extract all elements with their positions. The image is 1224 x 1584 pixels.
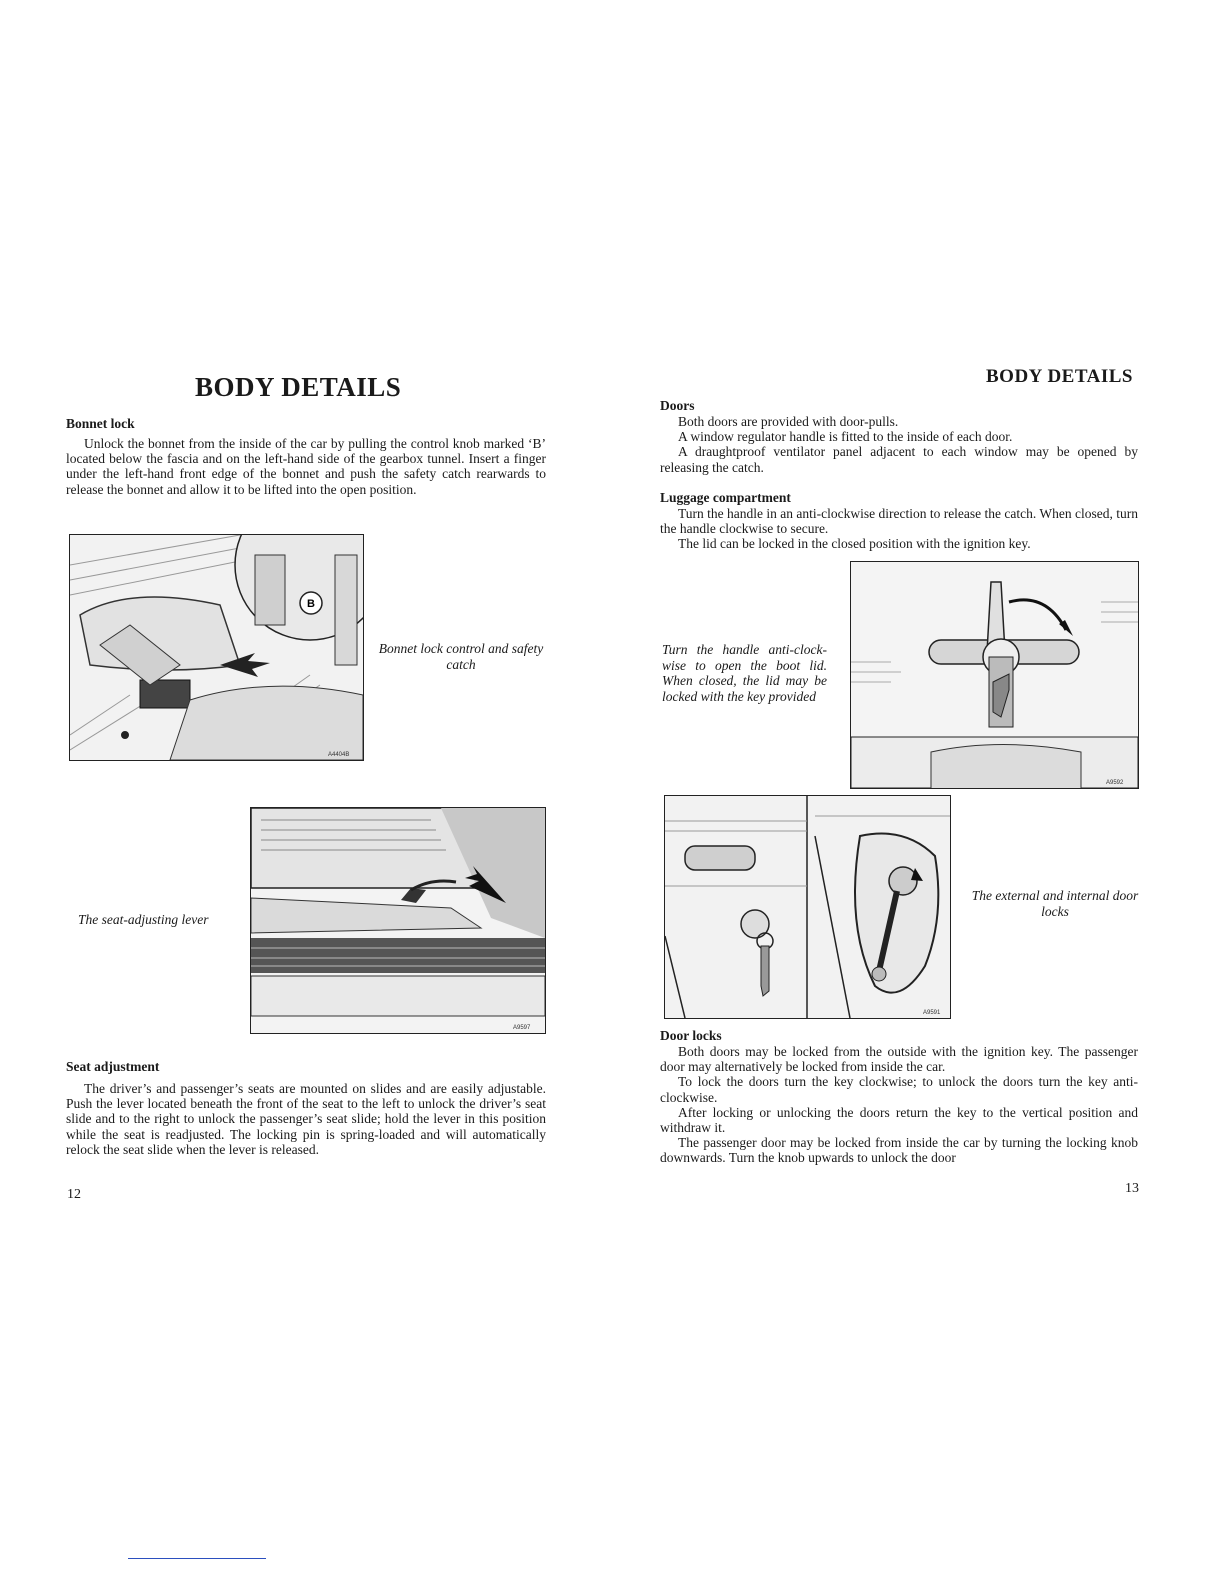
key-icon: [760, 945, 770, 997]
door-locks-section: Door locks Both doors may be locked from…: [660, 1028, 1138, 1166]
left-page-title: BODY DETAILS: [195, 372, 402, 402]
rotation-arrow-icon: [1059, 620, 1073, 636]
boot-handle-illustration: A9592: [851, 562, 1138, 788]
doors-paragraph: Both doors are provided with door-pulls.: [678, 414, 899, 429]
page-number-right: 13: [1125, 1181, 1139, 1196]
knob-b-icon: [299, 591, 323, 615]
footer-rule: [128, 1558, 266, 1559]
page-number-left: 12: [67, 1187, 81, 1202]
seat-lever-figure: A9597: [250, 807, 546, 1034]
bonnet-lock-section: Bonnet lock Unlock the bonnet from the i…: [66, 416, 546, 497]
bonnet-lock-text: Unlock the bonnet from the inside of the…: [66, 436, 546, 497]
lock-barrel-icon: [740, 909, 770, 939]
doors-section: Doors Both doors are provided with door-…: [660, 398, 1138, 475]
locking-knob-icon: [888, 866, 918, 896]
door-locks-paragraph: Both doors may be locked from the outsid…: [660, 1044, 1138, 1075]
door-locks-caption: The external and internal door locks: [971, 888, 1139, 919]
door-locks-heading: Door locks: [660, 1028, 722, 1043]
door-locks-illustration: A9591: [665, 796, 950, 1018]
bonnet-lock-figure: B A4404B: [69, 534, 364, 761]
boot-handle-figure: A9592: [850, 561, 1139, 789]
arrow-icon: [220, 653, 270, 677]
right-page-title: BODY DETAILS: [986, 366, 1133, 387]
figure-ref-a9597: A9597: [513, 1025, 531, 1031]
boot-handle-caption: Turn the handle anti-clock-wise to open …: [662, 642, 827, 704]
doors-heading: Doors: [660, 398, 695, 413]
door-locks-paragraph: After locking or unlocking the doors ret…: [660, 1104, 1138, 1136]
seat-adjustment-section: Seat adjustment The driver’s and passeng…: [66, 1059, 546, 1157]
luggage-paragraph: Turn the handle in an anti-clockwise dir…: [660, 506, 1138, 537]
rotation-arrow-icon: [911, 868, 923, 881]
seat-lever-caption: The seat-adjusting lever: [78, 912, 209, 927]
figure-ref-a9592: A9592: [1106, 780, 1124, 786]
doors-paragraph: A draughtproof ventilator panel adjacent…: [660, 444, 1138, 475]
bonnet-lock-caption: Bonnet lock control and safety catch: [378, 641, 544, 672]
seat-lever-illustration: A9597: [251, 808, 545, 1033]
knob-letter: B: [307, 598, 315, 610]
doors-paragraph: A window regulator handle is fitted to t…: [678, 429, 1013, 445]
arrow-icon: [465, 866, 506, 903]
bonnet-lock-heading: Bonnet lock: [66, 416, 135, 431]
seat-adjustment-heading: Seat adjustment: [66, 1059, 160, 1074]
door-locks-paragraph: The passenger door may be locked from in…: [660, 1135, 1138, 1166]
door-locks-figure: A9591: [664, 795, 951, 1019]
figure-ref-a4404b: A4404B: [328, 752, 349, 758]
luggage-compartment-section: Luggage compartment Turn the handle in a…: [660, 490, 1138, 552]
figure-ref-a9591: A9591: [923, 1010, 941, 1016]
key-icon: [992, 673, 1010, 718]
seat-adjustment-text: The driver’s and passenger’s seats are m…: [66, 1081, 546, 1157]
luggage-compartment-heading: Luggage compartment: [660, 490, 791, 505]
bonnet-lock-illustration: B A4404B: [70, 535, 363, 760]
luggage-paragraph: The lid can be locked in the closed posi…: [678, 536, 1031, 552]
door-locks-paragraph: To lock the doors turn the key clockwise…: [660, 1074, 1138, 1105]
